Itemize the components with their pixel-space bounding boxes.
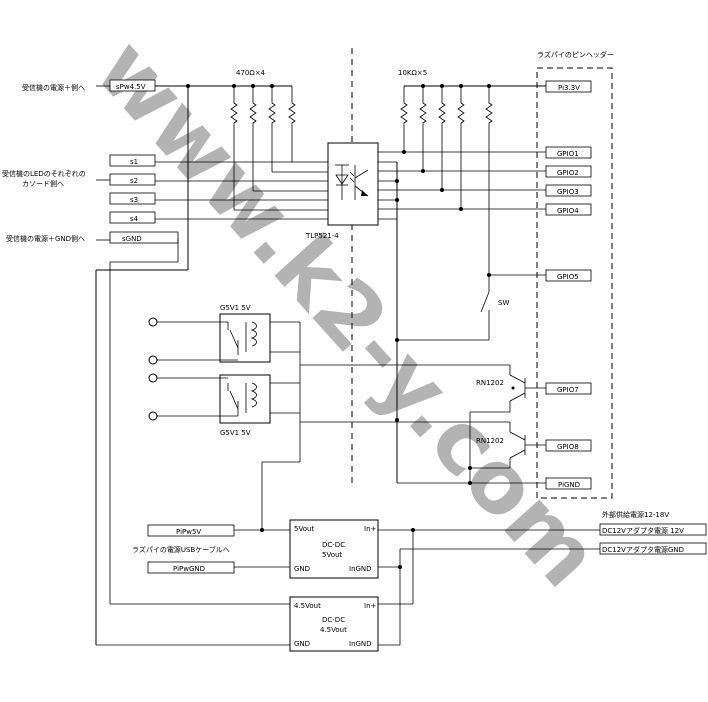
spw-bus: [95, 84, 292, 645]
switch: [397, 275, 490, 341]
terminal-s2-label: s2: [130, 177, 138, 185]
label-recv-power-plus: 受信機の電源＋側へ: [22, 83, 85, 92]
resistors-10k: [400, 86, 493, 275]
dcdc1-box: [289, 519, 379, 579]
dcdc-wiring: [96, 238, 600, 646]
pin-header-title: ラズパイのピンヘッダー: [537, 50, 614, 59]
ground-rail: [378, 161, 546, 485]
relay-top: [219, 313, 271, 363]
dcdc2-box: [289, 596, 379, 652]
pin-gpio2: [545, 165, 592, 178]
relay-bottom: [219, 374, 271, 424]
pin-gpio4: [545, 203, 592, 216]
pi33-bus: [404, 84, 546, 88]
relay-bottom-label: G5V1 5V: [220, 429, 251, 437]
terminal-ext-12v-label: DC12Vアダプタ電源 12V: [602, 526, 684, 535]
transistor-bottom: [300, 412, 546, 483]
pin-gpio5: [545, 269, 592, 282]
pin-gpio2-label: GPIO2: [557, 169, 579, 177]
resistor-group-right-label: 10KΩ×5: [398, 69, 427, 77]
usb-cable-note: ラズパイの電源USBケーブルへ: [132, 545, 230, 554]
transistor-top-label: RN1202: [476, 379, 504, 387]
optocoupler: [327, 142, 379, 226]
pin-gpio4-label: GPIO4: [557, 207, 579, 215]
terminal-pipwgnd-label: PiPwGND: [173, 565, 205, 573]
terminal-s3: [109, 192, 156, 205]
signal-lines: [155, 161, 328, 220]
pin-pignd-label: PiGND: [558, 481, 580, 489]
pin-gpio8: [545, 439, 592, 452]
terminal-sgnd: [109, 231, 179, 244]
pin-gpio7-label: GPIO7: [557, 386, 579, 394]
terminal-ext-gnd-label: DC12Vアダプタ電源GND: [602, 545, 684, 554]
terminal-s2: [109, 173, 156, 186]
dcdc2-pin-gnd: GND: [294, 640, 310, 648]
terminal-sgnd-label: sGND: [122, 235, 142, 243]
contact-2: [148, 355, 158, 365]
pin-pi33-label: Pi3.3V: [558, 84, 580, 92]
optocoupler-label: TLP521-4: [305, 232, 339, 240]
ext-power-title: 外部供給電源12-18V: [602, 510, 669, 519]
terminal-s1-label: s1: [130, 158, 138, 166]
pin-pignd: [545, 477, 592, 490]
contact-3: [148, 373, 158, 383]
terminal-s3-label: s3: [130, 196, 138, 204]
switch-label: SW: [498, 299, 509, 307]
dcdc2-pin-ingnd: InGND: [349, 640, 372, 648]
dcdc2-title1: DC-DC: [322, 616, 345, 624]
dcdc1-pin-out: 5Vout: [294, 525, 314, 533]
gpio-lines: [378, 150, 546, 277]
terminal-s4-label: s4: [130, 215, 139, 223]
pin-gpio3: [545, 184, 592, 197]
pin-gpio5-label: GPIO5: [557, 273, 579, 281]
dcdc2-pin-out: 4.5Vout: [294, 602, 321, 610]
resistors-470: [230, 86, 328, 211]
relay-contacts: [148, 317, 301, 530]
pin-gpio1: [545, 146, 592, 159]
terminal-pipw5v-label: PiPw5V: [176, 528, 201, 536]
label-recv-led-2: カソード側へ: [22, 179, 64, 188]
terminal-s1: [109, 154, 156, 167]
pin-gpio1-label: GPIO1: [557, 150, 579, 158]
dcdc1-pin-in: In+: [364, 525, 377, 533]
dcdc2-pin-in: In+: [364, 602, 377, 610]
label-recv-gnd: 受信機の電源＋GND側へ: [6, 234, 85, 243]
pin-gpio7: [545, 382, 592, 395]
terminal-s4: [109, 211, 156, 224]
pin-gpio3-label: GPIO3: [557, 188, 579, 196]
pin-header-box: [536, 67, 613, 499]
contact-1: [148, 317, 158, 327]
terminal-ext-gnd: [599, 542, 707, 555]
pin-header: Pi3.3V GPIO1 GPIO2 GPIO3 GPIO4 GPIO5 GPI…: [545, 80, 592, 490]
pin-gpio8-label: GPIO8: [557, 443, 579, 451]
relay-top-label: G5V1 5V: [220, 304, 251, 312]
left-input-lines: [96, 85, 110, 241]
terminal-pipwgnd: [147, 561, 235, 574]
terminal-pipw5v: [147, 524, 235, 537]
dcdc2-title2: 4.5Vout: [320, 626, 347, 634]
dcdc1-pin-gnd: GND: [294, 565, 310, 573]
terminal-spw-label: sPw4.5V: [116, 83, 146, 91]
resistor-group-left-label: 470Ω×4: [236, 69, 266, 77]
transistor-top: [300, 364, 546, 413]
dcdc1-title2: 5Vout: [322, 551, 342, 559]
label-recv-led-1: 受信機のLEDのそれぞれの: [2, 169, 86, 178]
terminal-ext-12v: [599, 523, 707, 536]
contact-4: [148, 411, 158, 421]
dcdc1-title1: DC-DC: [322, 541, 345, 549]
pin-pi33: [545, 80, 592, 93]
dcdc1-pin-ingnd: InGND: [349, 565, 372, 573]
transistor-bottom-label: RN1202: [476, 437, 504, 445]
